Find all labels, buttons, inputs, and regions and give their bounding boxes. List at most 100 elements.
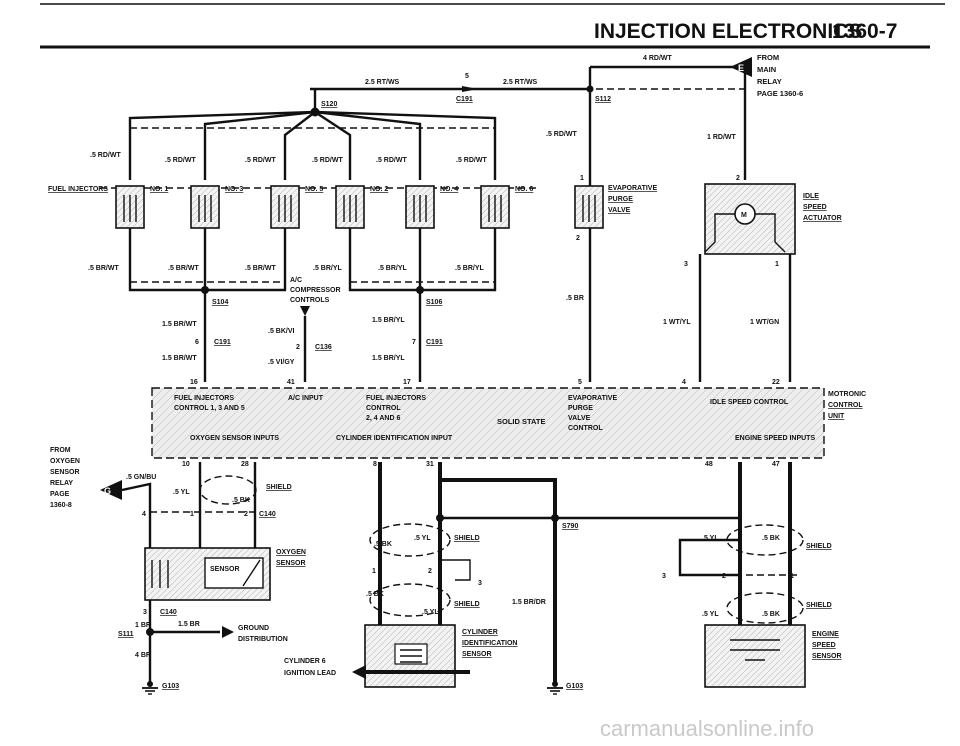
wire-brwt-5: .5 BR/WT (245, 265, 276, 272)
eng-speed-label-1: ENGINE (812, 631, 839, 638)
wire-rdwt-inj6: .5 RD/WT (456, 157, 487, 164)
connector-c136: C136 (315, 344, 332, 351)
svg-text:2: 2 (736, 175, 740, 182)
svg-text:1360-8: 1360-8 (50, 502, 72, 509)
eng-shield-path (678, 518, 742, 577)
connector-c140: C140 (259, 511, 276, 518)
injector-no1: NO. 1 (115, 185, 168, 229)
oxygen-relay-arrow (100, 480, 122, 500)
page-title: INJECTION ELECTRONICS (594, 20, 862, 43)
svg-text:CONTROL: CONTROL (366, 405, 401, 412)
svg-text:2: 2 (428, 568, 432, 575)
wire-25rtws-right: 2.5 RT/WS (503, 79, 538, 86)
wire-rdwt-inj2: .5 RD/WT (312, 157, 343, 164)
svg-text:SOLID STATE: SOLID STATE (497, 417, 545, 426)
svg-text:4: 4 (682, 379, 686, 386)
injector-no6: NO. 6 (480, 185, 533, 229)
eng-shield-loop-2 (726, 592, 804, 624)
svg-text:1: 1 (775, 261, 779, 268)
main-relay-line-3: RELAY (757, 77, 782, 86)
svg-text:8: 8 (373, 461, 377, 468)
main-relay-arrow (730, 57, 752, 77)
page-number: 1360-7 (832, 20, 897, 43)
svg-text:2, 4 AND 6: 2, 4 AND 6 (366, 415, 400, 422)
svg-text:G103: G103 (566, 683, 583, 690)
wire-bk-cyl-1: .5 BK (374, 541, 392, 548)
injector-no3-label: NO. 3 (225, 186, 243, 193)
cyl-shield-node (436, 514, 444, 522)
wire-bryl-2: .5 BR/YL (313, 265, 343, 272)
svg-text:G103: G103 (162, 683, 179, 690)
svg-text:OXYGEN: OXYGEN (50, 458, 80, 465)
wire-bk-o2: .5 BK (232, 497, 250, 504)
cyl-conn-path (440, 559, 471, 581)
ground-g103-right: G103 (547, 681, 583, 695)
splice-s104: S104 (212, 299, 228, 306)
svg-text:3: 3 (143, 609, 147, 616)
svg-text:1: 1 (580, 175, 584, 182)
svg-text:3: 3 (478, 580, 482, 587)
svg-text:CONTROL 1, 3 AND 5: CONTROL 1, 3 AND 5 (174, 405, 245, 412)
wire-gnbu: .5 GN/BU (126, 474, 156, 481)
wire-vigy: .5 VI/GY (268, 359, 295, 366)
evap-label-1: EVAPORATIVE (608, 185, 657, 192)
svg-text:31: 31 (426, 461, 434, 468)
oxygen-sensor: SENSOR OXYGEN SENSOR (144, 547, 306, 601)
svg-text:A/C INPUT: A/C INPUT (288, 395, 324, 402)
svg-text:41: 41 (287, 379, 295, 386)
wire-4br: 4 BR (135, 652, 151, 659)
injector-no4-label: NO. 4 (440, 186, 458, 193)
svg-text:1: 1 (372, 568, 376, 575)
wire-1br: 1 BR (135, 622, 151, 629)
wire-yl-cyl-2: .5 YL (422, 609, 439, 616)
eng-speed-label-3: SENSOR (812, 653, 842, 660)
idle-label-1: IDLE (803, 193, 819, 200)
svg-text:22: 22 (772, 379, 780, 386)
evap-label-2: PURGE (608, 196, 633, 203)
svg-text:16: 16 (190, 379, 198, 386)
wire-25rtws-left: 2.5 RT/WS (365, 79, 400, 86)
oxygen-sensor-label-2: SENSOR (276, 560, 306, 567)
connector-c191: C191 (456, 96, 473, 103)
motronic-control-unit (151, 387, 825, 459)
svg-text:FROM: FROM (50, 447, 71, 454)
wire-1rdwt-idle: 1 RD/WT (707, 134, 737, 141)
injector-no2-label: NO. 2 (370, 186, 388, 193)
ground-g103-left: G103 (142, 681, 179, 695)
motor-icon: M (741, 212, 747, 219)
wire-15bryl-bottom: 1.5 BR/YL (372, 355, 405, 362)
cyl-id-label-1: CYLINDER (462, 629, 498, 636)
svg-text:1: 1 (190, 511, 194, 518)
svg-text:2: 2 (296, 344, 300, 351)
svg-text:6: 6 (195, 339, 199, 346)
svg-text:CONTROL: CONTROL (568, 425, 603, 432)
cyl6-arrow (352, 665, 366, 679)
main-relay-line-2: MAIN (757, 65, 776, 74)
c191-connector-mark (462, 86, 478, 92)
ac-label-1: A/C (290, 277, 302, 284)
watermark: carmanualsonline.info (600, 716, 814, 741)
svg-text:PAGE: PAGE (50, 491, 70, 498)
svg-text:1: 1 (790, 573, 794, 580)
svg-text:2: 2 (576, 235, 580, 242)
connector-c191-left: C191 (214, 339, 231, 346)
o2-shield-label: SHIELD (266, 484, 292, 491)
svg-text:28: 28 (241, 461, 249, 468)
injector-feed-fanout (128, 110, 497, 180)
svg-text:17: 17 (403, 379, 411, 386)
svg-text:IDLE SPEED CONTROL: IDLE SPEED CONTROL (710, 399, 789, 406)
svg-text:FUEL INJECTORS: FUEL INJECTORS (174, 395, 234, 402)
splice-s106: S106 (426, 299, 442, 306)
oxygen-heater-feed (121, 482, 152, 548)
cyl-id-label-3: SENSOR (462, 651, 492, 658)
wire-brwt-3: .5 BR/WT (168, 265, 199, 272)
cyl-shield-label-2: SHIELD (454, 601, 480, 608)
eng-shield-label-1: SHIELD (806, 543, 832, 550)
wire-rdwt-inj1: .5 RD/WT (90, 152, 121, 159)
wire-15bryl-top: 1.5 BR/YL (372, 317, 405, 324)
svg-text:2: 2 (722, 573, 726, 580)
svg-text:ENGINE SPEED INPUTS: ENGINE SPEED INPUTS (735, 435, 815, 442)
motronic-label-2: CONTROL (828, 402, 863, 409)
wire-br-evap: .5 BR (566, 295, 584, 302)
ground-dist-1: GROUND (238, 625, 269, 632)
